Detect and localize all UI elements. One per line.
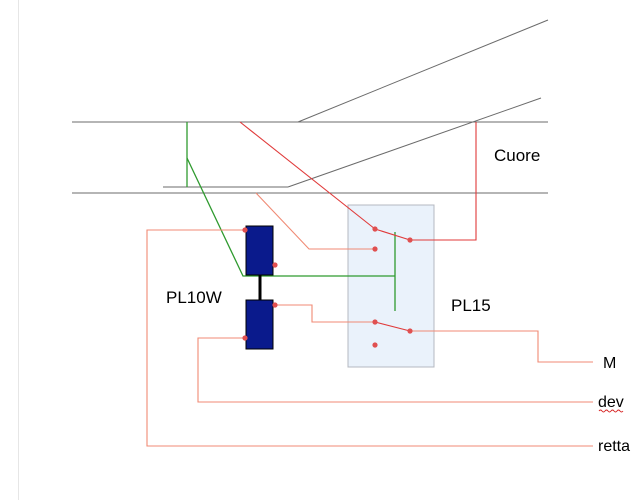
green-to-coil [186, 157, 395, 277]
page-margin-line [18, 0, 19, 500]
pl15-blades [374, 228, 411, 332]
red-heart-feed [239, 121, 376, 230]
dev-spellcheck-underline [598, 409, 624, 413]
coil-top-block [245, 225, 274, 276]
lower-blade [374, 321, 411, 332]
coil-dot-lower-right [272, 302, 278, 308]
wire-pl15-to-m [410, 330, 593, 363]
pl15-switch-box [347, 204, 435, 368]
pl15-dot-2 [372, 246, 378, 252]
wire-rail-to-pl15 [255, 192, 375, 250]
coil-dot-upper-right [272, 262, 278, 268]
label-dev: dev [598, 394, 624, 411]
diverging-rail-upper [297, 19, 549, 123]
pl15-dot-common-lower [407, 328, 413, 334]
coil-dot-top-left [242, 227, 248, 233]
pl10w-coil [245, 225, 274, 350]
diverging-rail-lower [287, 97, 542, 188]
wire-coil-top-to-pl15 [275, 304, 375, 323]
label-retta: retta [598, 438, 630, 455]
wire-dev [197, 337, 593, 403]
pl15-dot-4 [372, 342, 378, 348]
label-pl10w: PL10W [166, 288, 222, 307]
upper-blade [374, 228, 411, 241]
wire-retta [146, 229, 593, 447]
pl15-dot-1 [372, 226, 378, 232]
coil-bottom-block [245, 299, 274, 350]
coil-dot-bottom-left [242, 335, 248, 341]
contact-dots [242, 226, 413, 348]
label-m: M [603, 355, 616, 372]
label-cuore: Cuore [494, 146, 540, 165]
red-wiring [239, 121, 477, 241]
pl15-dot-common-upper [407, 237, 413, 243]
track-lines [72, 19, 549, 194]
green-wiring [186, 122, 396, 311]
red-cuore-return [410, 122, 477, 241]
label-pl15: PL15 [451, 296, 491, 315]
salmon-wiring [146, 192, 593, 447]
pl15-dot-3 [372, 319, 378, 325]
